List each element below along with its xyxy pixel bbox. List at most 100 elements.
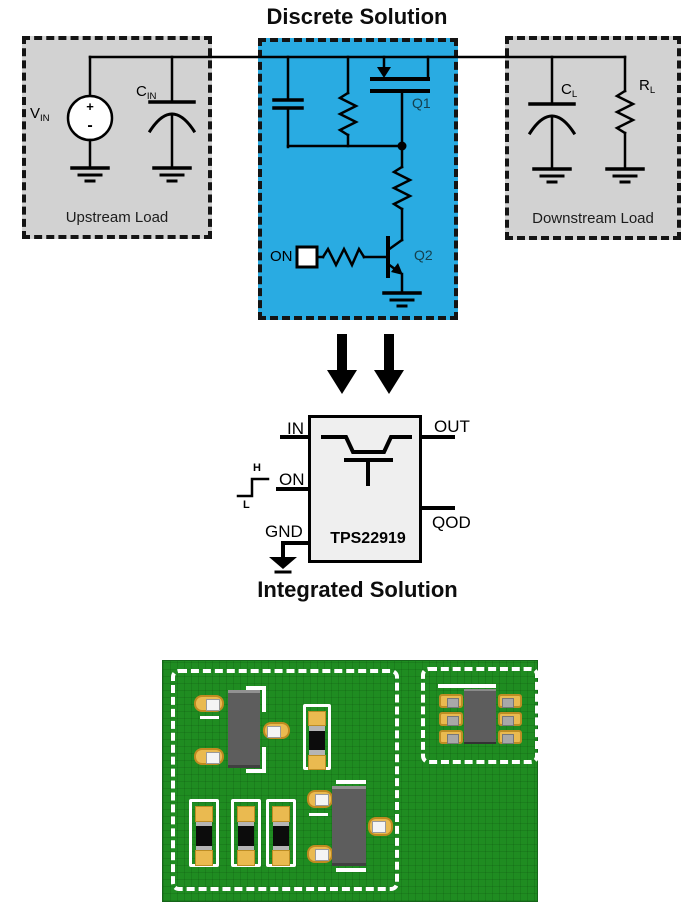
down-arrow-icon [327, 334, 404, 394]
chip-terminal [196, 846, 212, 850]
upstream-load-box: Upstream Load [22, 36, 212, 239]
cin-capacitor [147, 55, 197, 183]
pad-lead [372, 821, 386, 833]
smd-pad [439, 712, 463, 726]
rl-resistor [605, 55, 645, 184]
chip-terminal [238, 846, 254, 850]
smd-pad [272, 806, 290, 822]
chip-body [273, 826, 289, 846]
tps22919-ic-box [308, 415, 422, 563]
q1-mosfet [370, 55, 430, 151]
gnd-triangle-icon [269, 557, 297, 569]
vin-label: VIN [30, 105, 50, 124]
wave-low-label: L [243, 499, 250, 511]
pcb-board [162, 660, 539, 902]
pad-lead [502, 716, 514, 726]
schematic-linework [66, 55, 645, 574]
smd-pad [194, 695, 224, 712]
chip-terminal [238, 822, 254, 826]
ic-pin-gnd-label: GND [265, 522, 303, 541]
smd-pad [308, 711, 326, 726]
silkscreen-mark [438, 684, 496, 688]
ic-pin-in-label: IN [287, 419, 304, 438]
pad-lead [447, 734, 459, 744]
pad-lead [502, 734, 514, 744]
silkscreen-mark [309, 813, 328, 816]
smd-pad [195, 806, 213, 822]
smd-pad [194, 748, 224, 765]
vin-source [66, 55, 114, 183]
rl-label: RL [639, 77, 656, 96]
silkscreen-mark [336, 780, 366, 784]
smd-pad [307, 845, 333, 863]
sot23-body [228, 690, 260, 768]
pcb-discrete-region [171, 669, 399, 891]
ic-pin-out-label: OUT [434, 417, 470, 436]
wave-high-label: H [253, 462, 261, 474]
silkscreen-bracket [246, 686, 266, 712]
ic-fet-channel [321, 435, 412, 454]
smd-pad [368, 817, 393, 836]
integrated-solution-title: Integrated Solution [257, 577, 458, 602]
chip-terminal [273, 822, 289, 826]
chip-body [196, 826, 212, 846]
on-label: ON [270, 248, 293, 265]
pad-lead [315, 794, 329, 806]
pad-lead [447, 698, 459, 708]
pcb-ic-region [421, 667, 539, 764]
smd-pad [237, 806, 255, 822]
chip-body [309, 731, 325, 750]
discrete-circuit-box [258, 38, 458, 320]
upstream-load-caption: Upstream Load [65, 209, 169, 226]
silkscreen-bracket [246, 747, 266, 773]
q2-label: Q2 [414, 247, 433, 263]
on-input-network [295, 245, 390, 269]
chip-outline [231, 799, 261, 867]
vin-plus-sign: + [86, 99, 94, 114]
ic-pin-qod-label: QOD [432, 513, 471, 532]
cl-capacitor [527, 55, 577, 184]
chip-terminal [309, 750, 325, 755]
pad-lead [447, 716, 459, 726]
pad-lead [315, 849, 329, 861]
chip-outline [303, 704, 331, 770]
pad-lead [206, 752, 220, 764]
gate-capacitor [272, 55, 304, 149]
vin-minus-sign: - [87, 117, 93, 134]
pad-lead [206, 699, 220, 711]
pullup-resistor [337, 55, 359, 148]
q2-transistor [382, 236, 422, 308]
smd-pad [498, 694, 522, 708]
discrete-solution-title: Discrete Solution [266, 4, 448, 29]
smd-pad [498, 730, 522, 744]
ic-part-number: TPS22919 [330, 530, 406, 547]
sot23-6-body [464, 689, 496, 744]
step-waveform-icon [236, 477, 270, 498]
smd-pad [195, 850, 213, 866]
silkscreen-mark [200, 716, 219, 719]
downstream-load-caption: Downstream Load [532, 210, 654, 227]
downstream-load-box: Downstream Load [505, 36, 681, 240]
cl-label: CL [561, 81, 578, 100]
gate-resistor [391, 144, 413, 242]
smd-pad [498, 712, 522, 726]
chip-outline [189, 799, 219, 867]
sot23-body [332, 786, 366, 866]
chip-outline [266, 799, 296, 867]
smd-pad [272, 850, 290, 866]
ic-pins-and-fet [236, 435, 455, 574]
smd-pad [263, 722, 290, 739]
smd-pad [308, 755, 326, 770]
cin-label: CIN [136, 83, 157, 102]
smd-pad [307, 790, 333, 808]
pad-lead [502, 698, 514, 708]
pad-lead [267, 726, 281, 738]
q1-label: Q1 [412, 95, 431, 111]
smd-pad [237, 850, 255, 866]
chip-body [238, 826, 254, 846]
silkscreen-mark [336, 868, 366, 872]
smd-pad [439, 694, 463, 708]
smd-pad [439, 730, 463, 744]
chip-terminal [273, 846, 289, 850]
